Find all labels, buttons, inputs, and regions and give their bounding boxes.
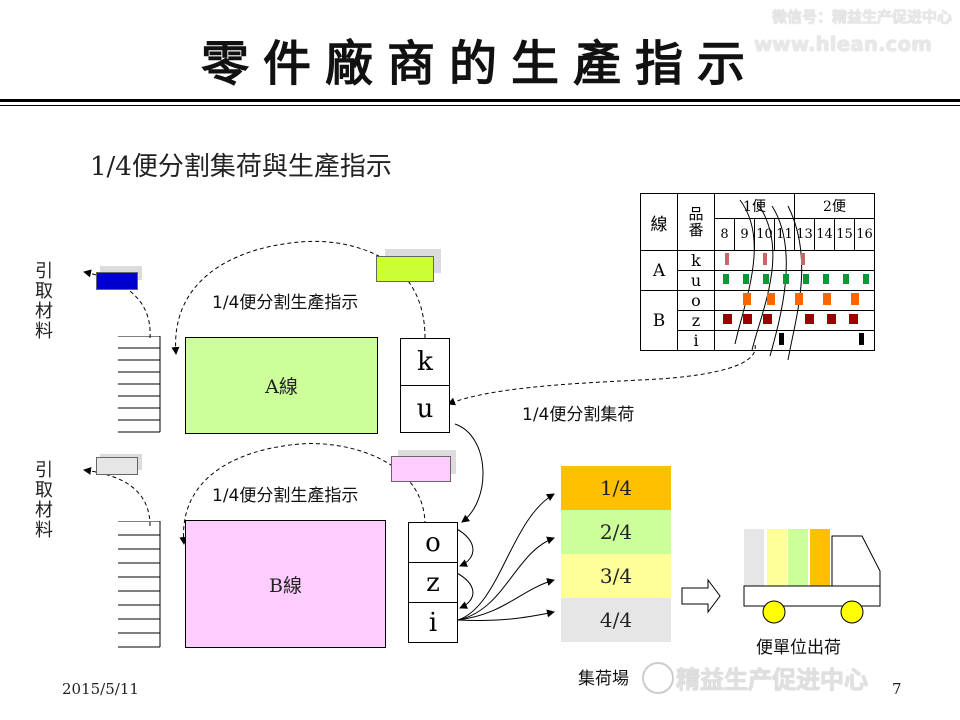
arrow-a-pull <box>83 269 151 339</box>
slot: 8 <box>714 218 735 251</box>
watermark-url: www.hlean.com <box>753 32 932 56</box>
stack-slot: 4/4 <box>561 598 671 642</box>
pull-material-label-b: 引取材料 <box>35 460 53 541</box>
marks-u <box>723 274 869 284</box>
pull-card-b <box>96 457 138 475</box>
truck-icon <box>743 529 881 624</box>
group1-header: 1便 <box>714 193 795 219</box>
post-item: k <box>401 339 449 386</box>
instruction-label-b: 1/4便分割生產指示 <box>212 486 359 506</box>
arrow-u-to-o <box>454 423 484 523</box>
marks-o <box>743 293 859 305</box>
row-part: i <box>677 330 715 351</box>
truck-label: 便單位出荷 <box>756 638 841 658</box>
row-part: u <box>677 270 715 291</box>
group2-header: 2便 <box>794 193 875 219</box>
wechat-logo-icon <box>642 662 674 694</box>
collection-stack: 1/4 2/4 3/4 4/4 <box>561 466 671 642</box>
row-part: o <box>677 290 715 311</box>
marks-k <box>725 253 805 265</box>
pull-material-label-a: 引取材料 <box>35 261 53 342</box>
col-line-header: 線 <box>640 193 678 251</box>
post-b: o z i <box>408 522 458 643</box>
watermark-wechat: 微信号：精益生产促进中心 <box>771 8 952 26</box>
marks-i <box>779 333 864 345</box>
arrow-table-to-a <box>447 344 756 406</box>
row-line: A <box>640 250 678 291</box>
footer-page: 7 <box>892 680 902 698</box>
slot: 16 <box>854 218 875 251</box>
schedule-table: 線 品番 1便 2便 8 9 10 11 13 14 15 16 A k u B… <box>640 193 875 351</box>
post-a: k u <box>400 338 450 433</box>
slot: 9 <box>734 218 755 251</box>
page-title: 零件廠商的生產指示 <box>200 36 759 92</box>
post-item: z <box>409 563 457 603</box>
yard-label: 集荷場 <box>578 669 629 689</box>
stack-slot: 3/4 <box>561 554 671 598</box>
line-a-box: A線 <box>185 337 378 434</box>
arrow-to-truck <box>681 578 721 614</box>
kanban-card-b <box>391 456 451 482</box>
kanban-card-a <box>376 256 434 282</box>
arrow-b-pull <box>83 466 151 527</box>
marks-z <box>723 314 858 324</box>
footer-brand: 精益生产促进中心 <box>676 666 868 694</box>
subtitle: 1/4便分割集荷與生產指示 <box>90 152 392 182</box>
row-part: k <box>677 250 715 271</box>
stack-slot: 2/4 <box>561 510 671 554</box>
shelf-b <box>118 521 161 648</box>
row-line: B <box>640 290 678 351</box>
col-part-header: 品番 <box>677 193 715 251</box>
title-rule-thin <box>0 105 960 106</box>
slot: 14 <box>814 218 835 251</box>
row-part: z <box>677 310 715 331</box>
slot: 13 <box>794 218 815 251</box>
post-item: u <box>416 394 434 424</box>
collection-label: 1/4便分割集荷 <box>522 405 635 425</box>
title-rule-thick <box>0 99 960 102</box>
pull-card-a <box>96 272 138 290</box>
instruction-label-a: 1/4便分割生產指示 <box>212 293 359 313</box>
footer-date: 2015/5/11 <box>62 680 139 698</box>
slot: 15 <box>834 218 855 251</box>
line-b-box: B線 <box>185 520 386 648</box>
post-item: i <box>428 607 438 638</box>
slot: 10 <box>754 218 775 251</box>
slot: 11 <box>774 218 795 251</box>
stack-slot: 1/4 <box>561 466 671 510</box>
post-item: o <box>409 523 457 563</box>
shelf-a <box>118 336 161 433</box>
